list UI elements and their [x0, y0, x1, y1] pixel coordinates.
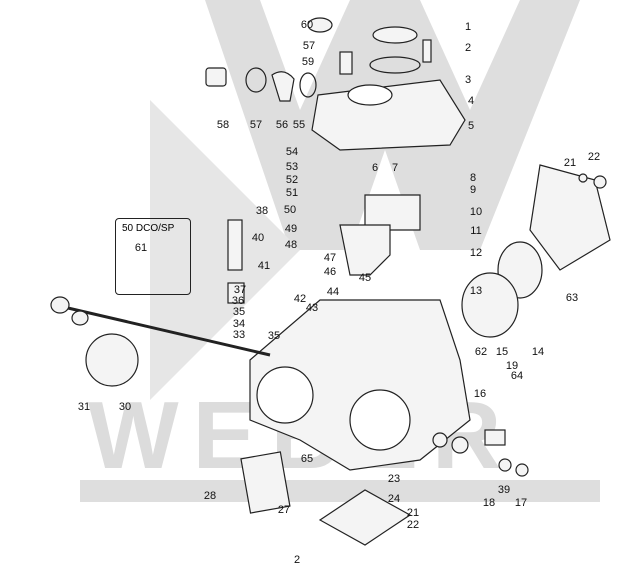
part-label: 21	[406, 507, 420, 519]
part-label: 58	[216, 119, 230, 131]
part-label: 22	[406, 519, 420, 531]
part-label: 40	[251, 232, 265, 244]
part-label: 1	[464, 21, 472, 33]
part-label: 35	[232, 306, 246, 318]
part-label: 46	[323, 266, 337, 278]
part-label: 21	[563, 157, 577, 169]
part-label: 53	[285, 161, 299, 173]
part-label: 43	[305, 302, 319, 314]
part-label: 57	[302, 40, 316, 52]
part-label: 11	[470, 225, 482, 237]
part-label: 22	[587, 151, 601, 163]
part-label: 10	[469, 206, 483, 218]
part-label: 64	[510, 370, 524, 382]
inset-title: 50 DCO/SP	[122, 223, 175, 234]
part-label: 23	[387, 473, 401, 485]
part-label: 5	[467, 120, 475, 132]
part-label: 55	[292, 119, 306, 131]
part-label: 31	[77, 401, 91, 413]
part-label: 19	[505, 360, 519, 372]
part-label: 37	[233, 284, 247, 296]
part-label: 3	[464, 74, 472, 86]
part-label: 62	[474, 346, 488, 358]
part-label: 6	[371, 162, 379, 174]
part-label: 42	[293, 293, 307, 305]
inset-part-label: 61	[134, 242, 148, 254]
part-label: 50	[283, 204, 297, 216]
part-label: 57	[249, 119, 263, 131]
inset-50dco-sp: 50 DCO/SP 61	[115, 218, 191, 295]
part-label: 15	[495, 346, 509, 358]
part-label: 47	[323, 252, 337, 264]
part-label: 54	[285, 146, 299, 158]
part-label: 13	[469, 285, 483, 297]
part-label: 2	[293, 554, 301, 566]
part-label: 2	[464, 42, 472, 54]
part-label: 41	[257, 260, 271, 272]
part-label: 51	[285, 187, 299, 199]
part-label: 48	[284, 239, 298, 251]
part-label: 59	[301, 56, 315, 68]
part-label: 27	[277, 504, 291, 516]
part-label: 7	[391, 162, 399, 174]
part-label: 18	[482, 497, 496, 509]
part-label: 52	[285, 174, 299, 186]
part-label: 65	[300, 453, 314, 465]
part-label: 14	[531, 346, 545, 358]
part-label: 39	[497, 484, 511, 496]
part-label: 8	[469, 172, 477, 184]
part-label: 56	[275, 119, 289, 131]
part-label: 9	[469, 184, 477, 196]
part-label: 17	[514, 497, 528, 509]
part-label: 30	[118, 401, 132, 413]
part-label: 45	[358, 272, 372, 284]
part-label: 49	[284, 223, 298, 235]
part-label: 28	[203, 490, 217, 502]
part-label: 33	[232, 329, 246, 341]
part-label: 35	[267, 330, 281, 342]
part-label: 36	[231, 295, 245, 307]
part-label: 24	[387, 493, 401, 505]
part-label: 12	[469, 247, 483, 259]
part-label: 4	[467, 95, 475, 107]
part-label: 16	[473, 388, 487, 400]
part-label: 38	[255, 205, 269, 217]
watermark-logo-left	[150, 100, 300, 400]
part-label: 44	[326, 286, 340, 298]
part-label: 63	[565, 292, 579, 304]
part-label: 34	[232, 318, 246, 330]
part-label: 60	[300, 19, 314, 31]
